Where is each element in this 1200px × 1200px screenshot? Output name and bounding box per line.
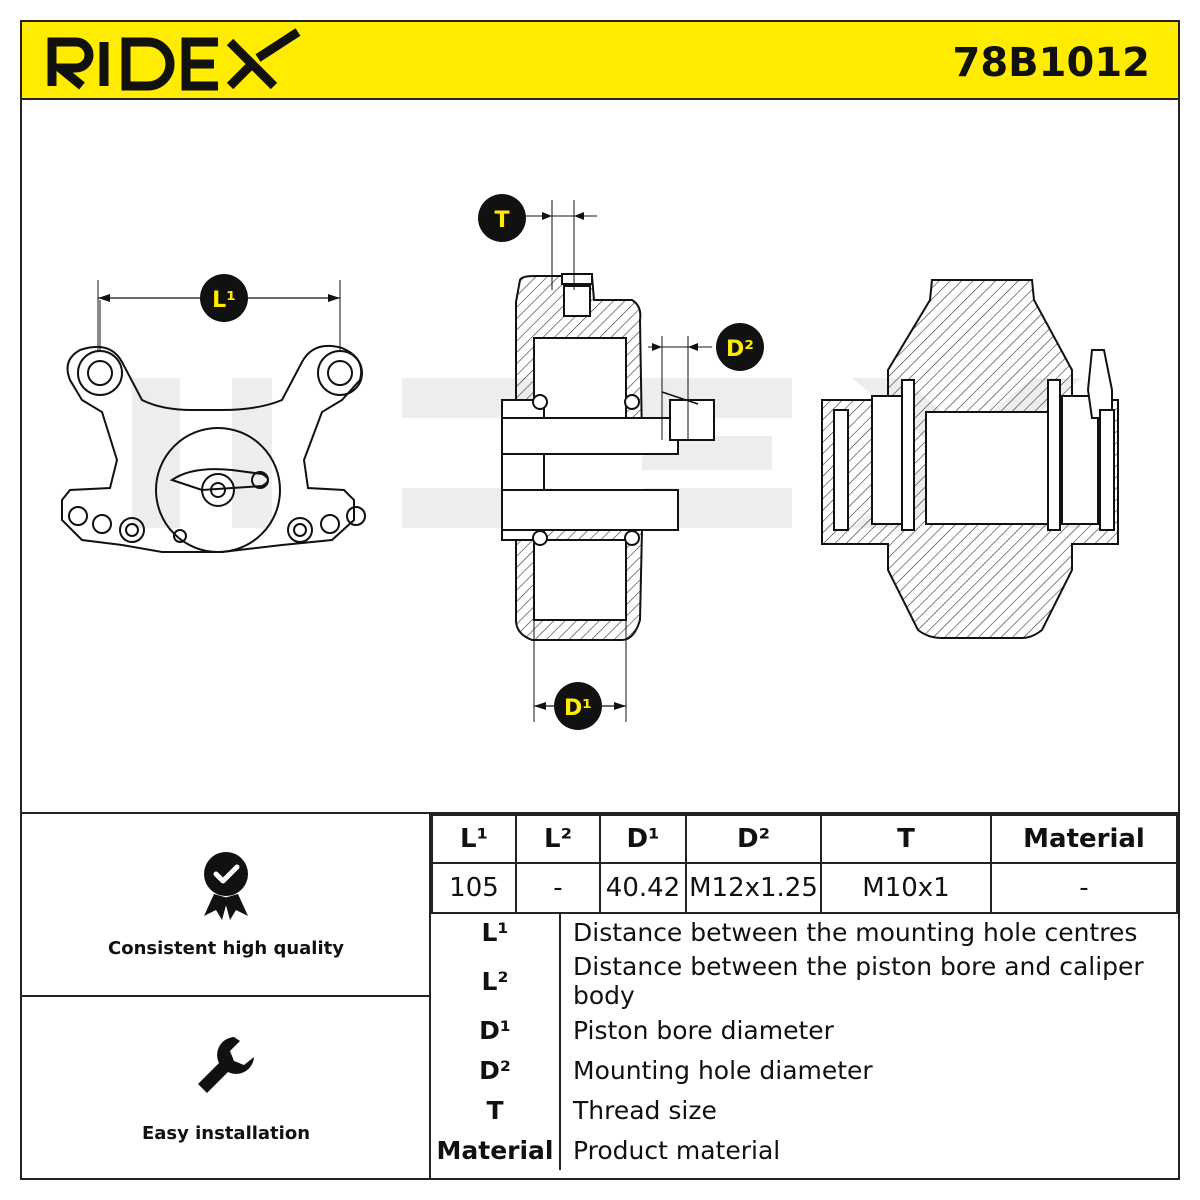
wrench-icon — [198, 1037, 254, 1093]
spec-header-l1: L¹ — [431, 814, 517, 864]
divider-drawing — [20, 812, 1180, 814]
legend-table: L¹ Distance between the mounting hole ce… — [431, 912, 1173, 1170]
spec-header-material: Material — [990, 814, 1178, 864]
spec-header-row: L¹ L² D¹ D² T Material — [431, 814, 1178, 864]
feature-installation-label: Easy installation — [141, 1123, 311, 1144]
legend-key: L² — [431, 952, 561, 1010]
legend-row: L² Distance between the piston bore and … — [431, 952, 1173, 1010]
spec-header-d1: D¹ — [599, 814, 687, 864]
dimension-d1 — [533, 620, 627, 730]
legend-key: T — [431, 1090, 561, 1130]
caliper-section-view — [501, 273, 715, 641]
header-bar: 78B1012 — [20, 20, 1180, 100]
legend-description: Mounting hole diameter — [573, 1055, 873, 1085]
brand-logo — [47, 28, 301, 91]
legend-row: D² Mounting hole diameter — [431, 1050, 1173, 1090]
dimension-d1-label: D¹ — [564, 696, 592, 721]
spec-value-t: M10x1 — [820, 862, 992, 914]
legend-key: D¹ — [431, 1010, 561, 1050]
spec-header-d2: D² — [685, 814, 822, 864]
feature-quality-label: Consistent high quality — [108, 938, 344, 959]
legend-description: Thread size — [573, 1095, 717, 1125]
spec-value-material: - — [990, 862, 1178, 914]
spec-value-l2: - — [515, 862, 601, 914]
legend-row: D¹ Piston bore diameter — [431, 1010, 1173, 1050]
dimension-d2 — [648, 323, 764, 440]
legend-row: Material Product material — [431, 1130, 1173, 1170]
spec-table: L¹ L² D¹ D² T Material 105 - 40.42 M12x1… — [431, 814, 1178, 914]
legend-description: Product material — [573, 1135, 781, 1165]
spec-value-d2: M12x1.25 — [685, 862, 822, 914]
spec-value-l1: 105 — [431, 862, 517, 914]
dimension-l1-label: L¹ — [212, 288, 236, 313]
spec-header-l2: L² — [515, 814, 601, 864]
dimension-t — [478, 194, 597, 290]
part-number: 78B1012 — [952, 40, 1150, 86]
divider-features — [429, 812, 431, 1180]
legend-key: D² — [431, 1050, 561, 1090]
quality-badge-icon — [204, 852, 248, 920]
caliper-front-view — [61, 280, 366, 553]
feature-installation: Easy installation — [22, 997, 430, 1180]
legend-description: Piston bore diameter — [573, 1015, 834, 1045]
divider-feature-rows — [20, 995, 430, 997]
dimension-t-label: T — [494, 208, 509, 233]
legend-description: Distance between the piston bore and cal… — [573, 952, 1144, 1010]
legend-description: Distance between the mounting hole centr… — [573, 917, 1138, 947]
legend-key: Material — [431, 1130, 561, 1170]
spec-value-d1: 40.42 — [599, 862, 687, 914]
spec-value-row: 105 - 40.42 M12x1.25 M10x1 - — [431, 862, 1178, 914]
technical-drawing: L¹ T D² D — [61, 194, 1119, 730]
caliper-top-view — [821, 279, 1119, 639]
spec-header-t: T — [820, 814, 992, 864]
legend-row: L¹ Distance between the mounting hole ce… — [431, 912, 1173, 952]
feature-quality: Consistent high quality — [22, 814, 430, 995]
dimension-l1 — [97, 274, 340, 350]
dimension-d2-label: D² — [726, 337, 754, 362]
legend-row: T Thread size — [431, 1090, 1173, 1130]
legend-key: L¹ — [431, 912, 561, 952]
